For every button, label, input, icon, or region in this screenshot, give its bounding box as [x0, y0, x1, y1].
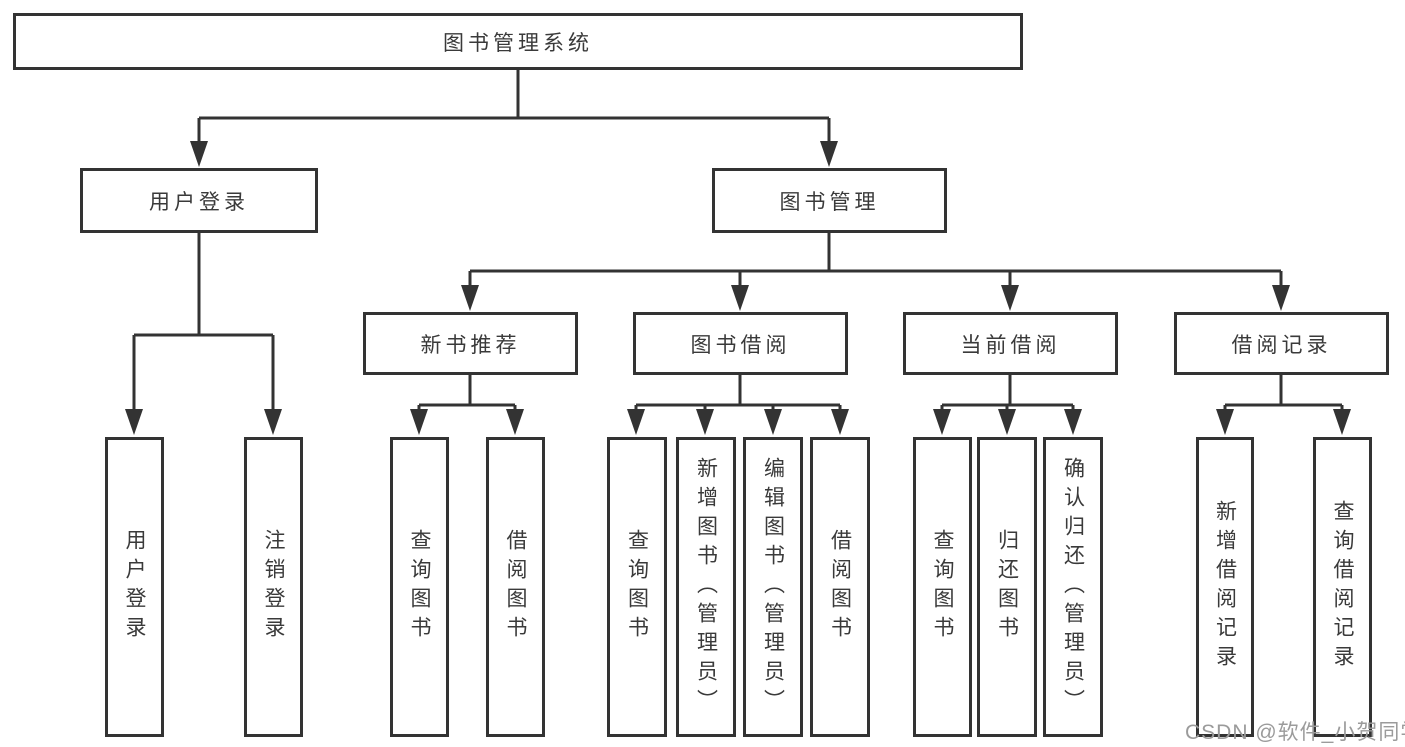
node-new-book-recommendation: 新书推荐 — [363, 312, 578, 375]
node-book-borrowing: 图书借阅 — [633, 312, 848, 375]
leaf-borrow-books: 借阅图书 — [810, 437, 870, 737]
leaf-edit-books-admin: 编辑图书（管理员） — [743, 437, 803, 737]
leaf-query-borrow-record: 查询借阅记录 — [1313, 437, 1372, 737]
leaf-add-borrow-record: 新增借阅记录 — [1196, 437, 1254, 737]
leaf-add-books-admin: 新增图书（管理员） — [676, 437, 736, 737]
node-user-login: 用户登录 — [80, 168, 318, 233]
leaf-user-login: 用户登录 — [105, 437, 164, 737]
leaf-query-books-recommend: 查询图书 — [390, 437, 449, 737]
leaf-logout: 注销登录 — [244, 437, 303, 737]
leaf-query-books-current: 查询图书 — [913, 437, 972, 737]
node-book-management: 图书管理 — [712, 168, 947, 233]
arrowheads — [125, 141, 1351, 435]
csdn-watermark: CSDN @软件_小贺同学 — [1185, 721, 1405, 744]
node-current-borrowing: 当前借阅 — [903, 312, 1118, 375]
leaf-return-books: 归还图书 — [977, 437, 1037, 737]
leaf-query-books-borrowing: 查询图书 — [607, 437, 667, 737]
node-library-management-system: 图书管理系统 — [13, 13, 1023, 70]
node-borrow-records: 借阅记录 — [1174, 312, 1389, 375]
leaf-borrow-books-recommend: 借阅图书 — [486, 437, 545, 737]
leaf-confirm-return-admin: 确认归还（管理员） — [1043, 437, 1103, 737]
